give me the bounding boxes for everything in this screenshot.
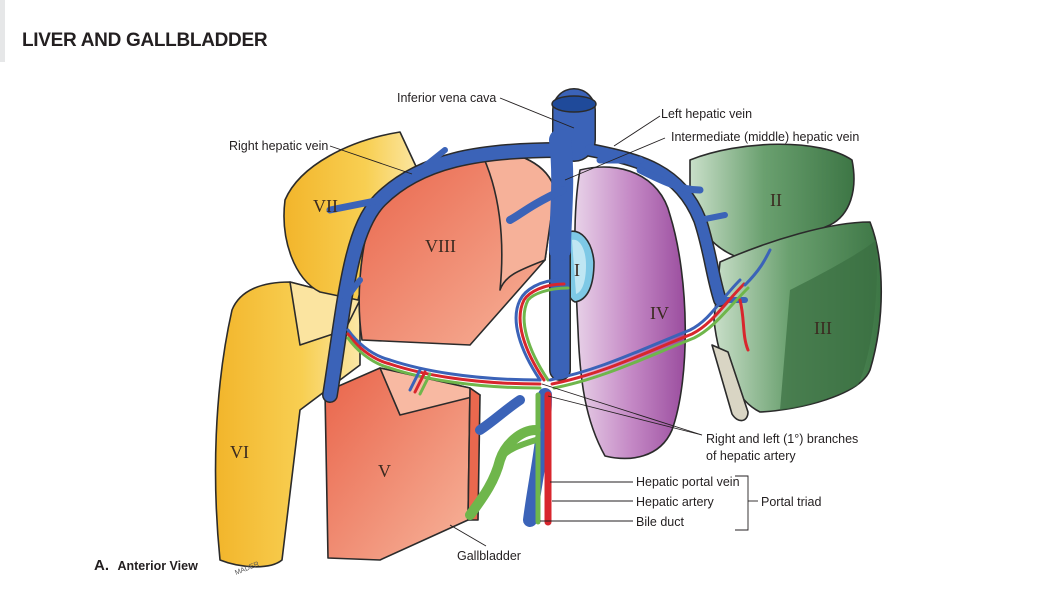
label-hepatic-artery: Hepatic artery	[636, 495, 715, 509]
segment-iii	[713, 221, 882, 413]
view-caption: A. Anterior View	[94, 557, 198, 574]
label-right-hepatic-vein: Right hepatic vein	[229, 139, 328, 153]
segment-viii	[358, 149, 556, 346]
segment-label-v: V	[378, 461, 391, 481]
label-hepatic-portal-vein: Hepatic portal vein	[636, 475, 740, 489]
segment-iv	[574, 166, 687, 460]
leader-lines	[329, 97, 758, 547]
segment-label-viii: VIII	[425, 236, 456, 256]
segment-label-vii: VII	[313, 196, 338, 216]
label-gallbladder: Gallbladder	[457, 549, 521, 563]
label-middle-hepatic-vein: Intermediate (middle) hepatic vein	[671, 130, 859, 144]
view-text: Anterior View	[117, 559, 198, 573]
segment-label-iv: IV	[650, 303, 669, 323]
segment-i	[563, 230, 595, 303]
label-inferior-vena-cava: Inferior vena cava	[397, 91, 496, 105]
view-letter: A.	[94, 557, 109, 574]
label-portal-triad: Portal triad	[761, 495, 821, 509]
corner-mark	[0, 0, 5, 62]
ligament	[711, 344, 749, 422]
segment-label-ii: II	[770, 190, 782, 210]
label-artery-branches-line1: Right and left (1°) branches	[706, 432, 858, 446]
segment-v	[324, 367, 481, 561]
label-bile-duct: Bile duct	[636, 515, 684, 529]
label-artery-branches-line2: of hepatic artery	[706, 449, 796, 463]
portal-vessels	[346, 248, 772, 526]
label-left-hepatic-vein: Left hepatic vein	[661, 107, 752, 121]
segment-label-i: I	[574, 260, 580, 280]
segment-label-iii: III	[814, 318, 832, 338]
hepatic-veins	[322, 88, 748, 527]
figure-title: LIVER AND GALLBLADDER	[22, 30, 268, 51]
segment-label-vi: VI	[230, 442, 249, 462]
